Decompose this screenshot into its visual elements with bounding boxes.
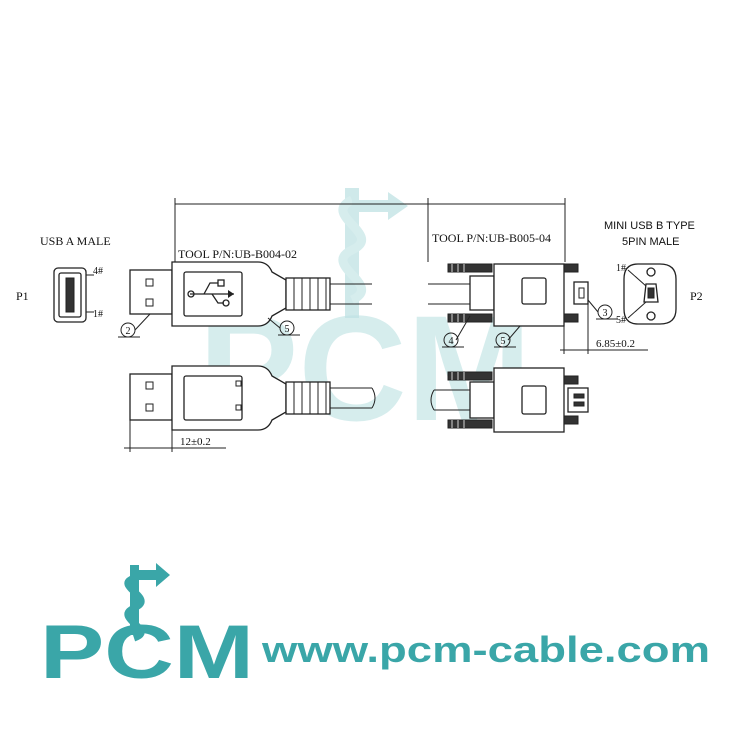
pin-4-label: 4# [93, 266, 103, 277]
dim-right-label: 6.85±0.2 [596, 338, 635, 350]
callout-5-right-number: 5 [501, 336, 506, 347]
usb-a-male-label: USB A MALE [40, 234, 111, 248]
footer-logo: PCM www.pcm-cable.com [40, 563, 710, 695]
callout-2-number: 2 [126, 326, 131, 337]
callout-5-left: 5 [267, 317, 300, 336]
snake-logo-icon [124, 563, 170, 642]
mini-usb-title-line1: MINI USB B TYPE [604, 220, 695, 232]
pin-1-label: 1# [93, 309, 103, 320]
usb-a-front-view: 4# 1# [53, 266, 103, 323]
footer-url[interactable]: www.pcm-cable.com [261, 629, 710, 670]
overall-length-dimension [174, 198, 566, 262]
usb-a-connector-bottom [129, 365, 376, 431]
watermark-snake-icon [338, 188, 408, 318]
callout-4-number: 4 [449, 336, 454, 347]
usb-a-connector-top [129, 261, 470, 327]
tool-right-label: TOOL P/N:UB-B005-04 [432, 231, 551, 245]
callout-2: 2 [118, 313, 151, 338]
pin-1-right-label: 1# [616, 263, 626, 274]
mini-usb-connector-bottom [430, 367, 589, 433]
callout-4: 4 [442, 315, 471, 348]
tool-left-label: TOOL P/N:UB-B004-02 [178, 247, 297, 261]
dim-left-label: 12±0.2 [180, 436, 211, 448]
callout-5-right: 5 [494, 325, 521, 348]
mini-usb-connector-top [447, 263, 589, 327]
callout-3: 3 [587, 299, 618, 320]
usb-symbol-icon [187, 279, 234, 307]
right-dimension: 6.85±0.2 [560, 304, 648, 354]
callout-3-number: 3 [603, 308, 608, 319]
p2-label: P2 [690, 289, 703, 303]
mini-usb-title-line2: 5PIN MALE [622, 236, 679, 248]
p1-label: P1 [16, 289, 29, 303]
mini-usb-front-view: 1# 5# [616, 263, 677, 326]
pin-5-right-label: 5# [616, 315, 626, 326]
left-dimension: 12±0.2 [124, 420, 226, 452]
footer-logo-text: PCM [40, 610, 254, 695]
callout-5-left-number: 5 [285, 324, 290, 335]
